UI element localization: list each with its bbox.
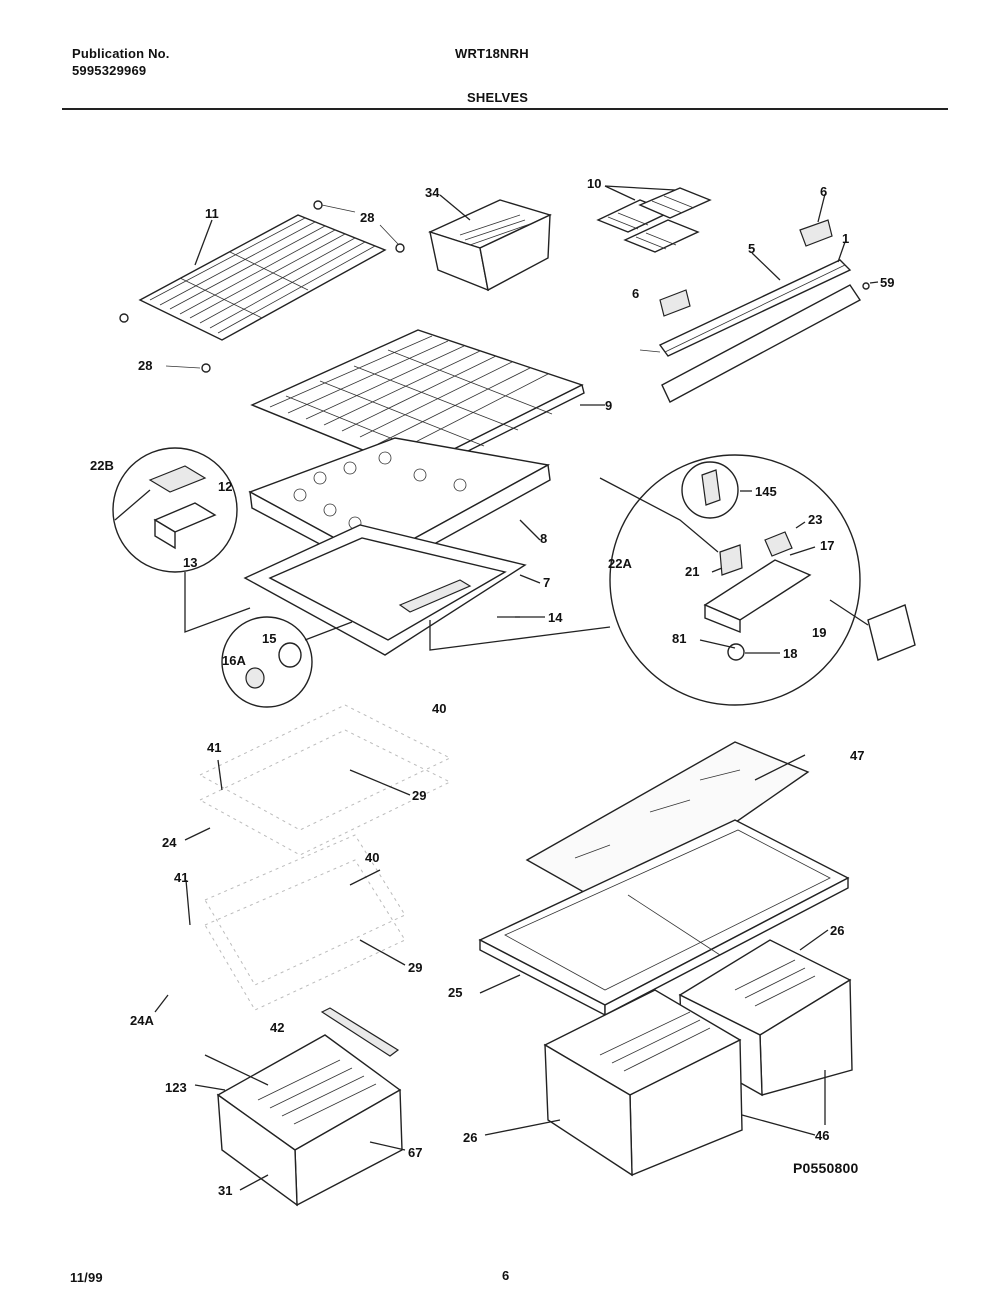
leader-lines [194,185,879,1191]
callout-28-bottom: 28 [138,358,152,373]
callout-123: 123 [165,1080,187,1095]
footer-date: 11/99 [70,1270,103,1285]
callout-26-top: 26 [830,923,844,938]
callout-24: 24 [162,835,177,850]
callout-15: 15 [262,631,276,646]
section-title: SHELVES [467,90,529,105]
detail-circle-control-housing [112,447,238,573]
egg-trays [596,187,712,253]
crisper-drawer-left [543,989,743,1177]
callout-21: 21 [685,564,699,579]
callout-29-top: 29 [412,788,426,803]
callout-9: 9 [605,398,612,413]
callout-16a: 16A [222,653,246,668]
callout-31: 31 [218,1183,232,1198]
callout-145: 145 [755,484,777,499]
drawing-code: P0550800 [793,1160,859,1176]
meat-drawer [204,1007,403,1207]
callout-8: 8 [540,531,547,546]
callout-5: 5 [748,241,755,256]
callout-22a: 22A [608,556,632,571]
callout-40-top: 40 [432,701,446,716]
header-rule [62,108,948,110]
publication-label: Publication No. [72,46,170,61]
callout-26-bottom: 26 [463,1130,477,1145]
callout-13: 13 [183,555,197,570]
callout-12: 12 [218,479,232,494]
callout-17: 17 [820,538,834,553]
model-number: WRT18NRH [455,46,529,61]
callout-23: 23 [808,512,822,527]
wire-shelf [138,214,387,341]
callout-41-top: 41 [207,740,221,755]
faint-glass-shelves [154,704,452,1013]
callout-34: 34 [425,185,440,200]
callout-22b: 22B [90,458,114,473]
callout-59: 59 [880,275,894,290]
callout-47: 47 [850,748,864,763]
callout-7: 7 [543,575,550,590]
callout-40-bottom: 40 [365,850,379,865]
callout-labels: 11 28 28 34 10 6 6 5 1 59 9 22B 12 13 8 … [90,176,894,1198]
shelf-support-pegs [119,200,405,373]
publication-number: 5995329969 [72,63,147,78]
callout-67: 67 [408,1145,422,1160]
footer-page-number: 6 [502,1268,510,1283]
callout-6-top: 6 [820,184,827,199]
callout-19: 19 [812,625,826,640]
callout-11: 11 [205,206,219,221]
detail-circle-damper-control [429,454,916,706]
callout-28-top: 28 [360,210,374,225]
callout-24a: 24A [130,1013,154,1028]
callout-14: 14 [548,610,563,625]
shelf-trim-assembly [639,219,870,403]
callout-10: 10 [587,176,601,191]
callout-6-left: 6 [632,286,639,301]
callout-42: 42 [270,1020,284,1035]
detail-circle-knob [221,616,353,708]
callout-18: 18 [783,646,797,661]
lower-cover-frame [243,524,527,656]
callout-81: 81 [672,631,686,646]
callout-41-bottom: 41 [174,870,188,885]
callout-29-bottom: 29 [408,960,422,975]
callout-46: 46 [815,1128,829,1143]
dairy-bin [428,199,552,292]
callout-25: 25 [448,985,462,1000]
callout-1: 1 [842,231,849,246]
